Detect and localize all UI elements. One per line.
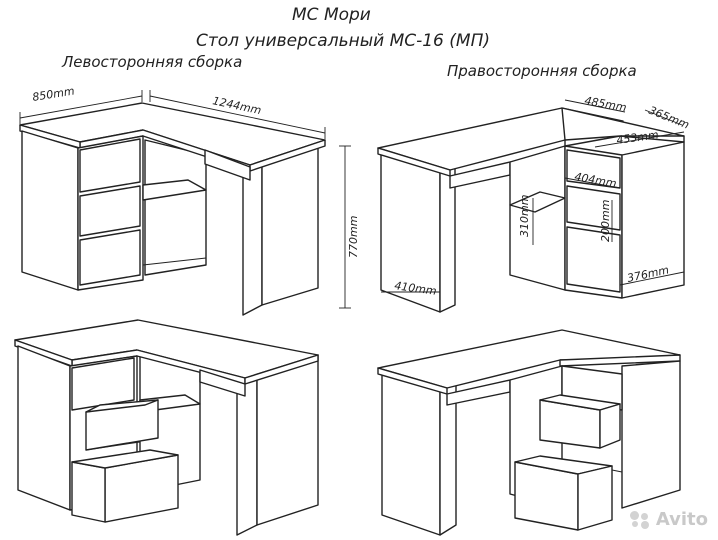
product-title: Стол универсальный МС-16 (МП) [196,31,490,51]
brand-title: МС Мори [292,5,371,25]
desk-left-drawers-open [14,319,319,536]
left-assembly-title: Левосторонняя сборка [62,53,243,71]
dim-left-depth: 850mm [31,84,75,103]
dim-right-depth-top: 485mm [583,94,627,114]
desk-right-drawers-open [377,329,681,536]
dim-right-leg-width: 410mm [394,279,438,298]
desk-left-dimensioned [19,90,351,316]
watermark: Avito [629,509,708,530]
dim-left-height: 770mm [347,216,360,258]
dim-right-drawer-width: 453mm [616,128,660,147]
dim-right-drawer-height: 200mm [599,200,612,242]
dim-left-length: 1244mm [211,94,262,117]
dim-right-side-top: 365mm [647,104,691,132]
avito-dots-icon [629,510,652,529]
desk-right-dimensioned [377,99,685,313]
watermark-text: Avito [655,509,708,530]
dim-right-shelf-height: 310mm [518,195,531,237]
right-assembly-title: Правосторонняя сборка [447,62,637,80]
